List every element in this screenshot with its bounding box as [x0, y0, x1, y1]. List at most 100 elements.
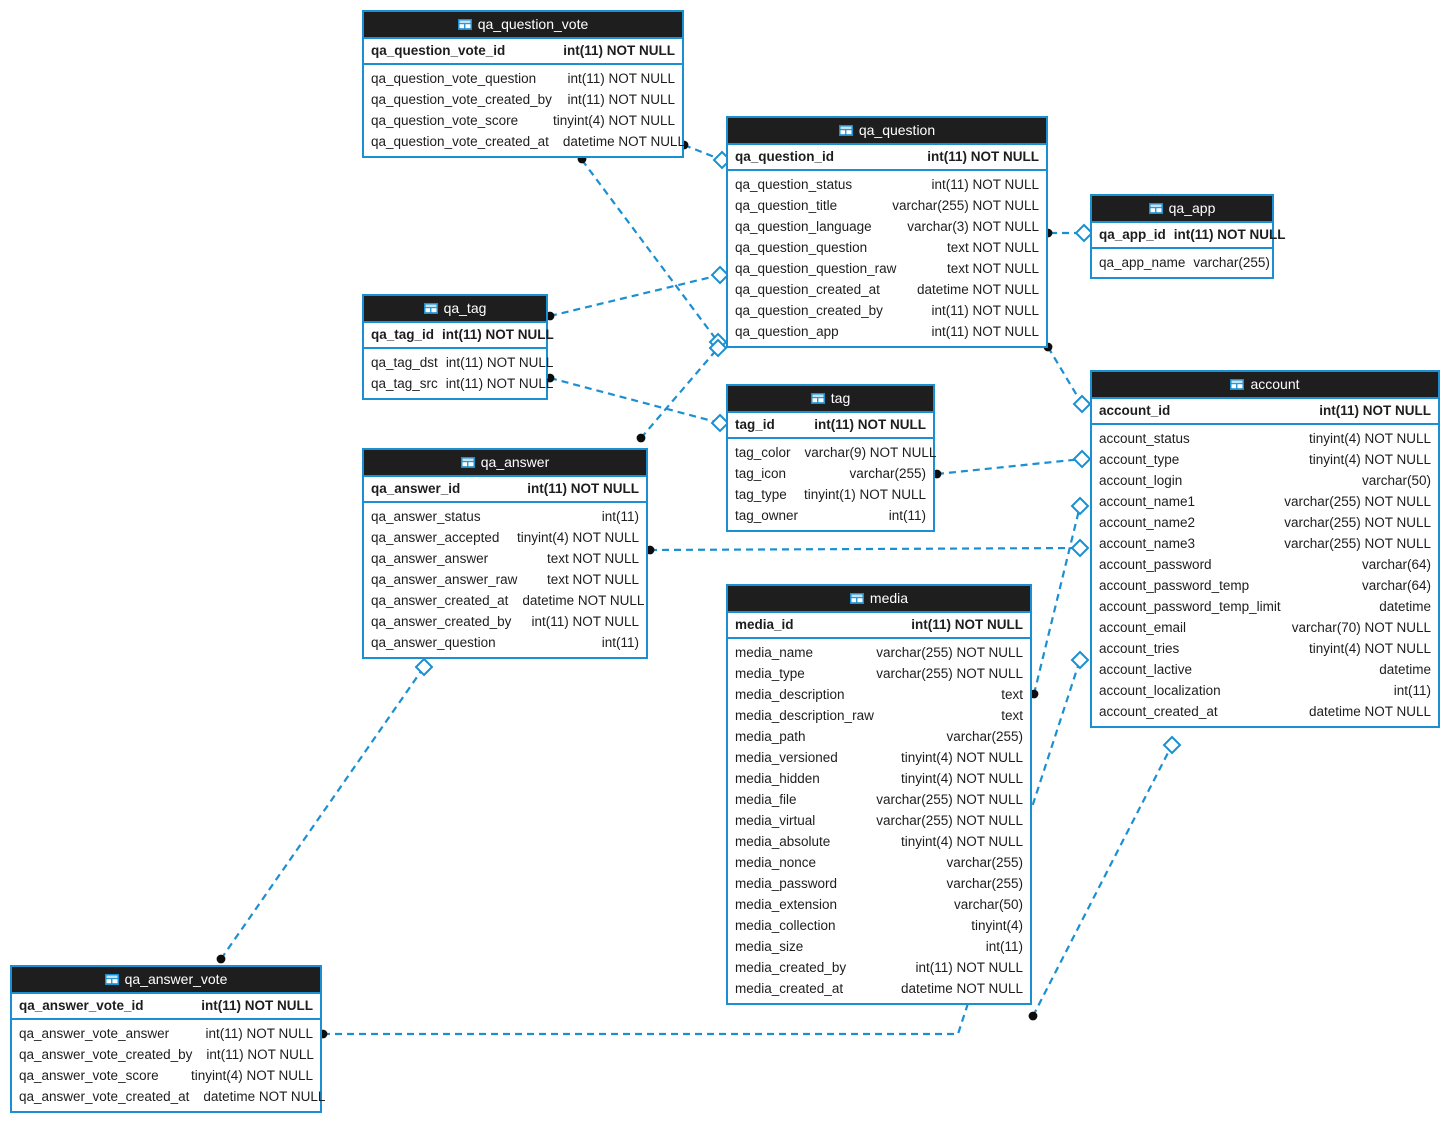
- entity-title: media: [869, 590, 909, 606]
- attribute-type: int(11) NOT NULL: [1319, 403, 1431, 418]
- attribute-type: datetime NOT NULL: [916, 281, 1039, 297]
- attribute-name: qa_question_created_at: [735, 281, 880, 297]
- entity-header[interactable]: tag: [728, 386, 933, 411]
- entity-header[interactable]: qa_app: [1092, 196, 1272, 221]
- entity-header[interactable]: media: [728, 586, 1030, 611]
- entity-header[interactable]: qa_tag: [364, 296, 546, 321]
- entity-header[interactable]: qa_question_vote: [364, 12, 682, 37]
- entity-header[interactable]: qa_answer: [364, 450, 646, 475]
- attribute-type: int(11): [888, 507, 926, 523]
- attribute-type: text: [1001, 686, 1023, 702]
- attribute-type: varchar(255) NOT NULL: [1284, 535, 1431, 551]
- attribute-name: media_hidden: [735, 770, 820, 786]
- entity-title: qa_app: [1168, 200, 1216, 216]
- entity-header[interactable]: qa_question: [728, 118, 1046, 143]
- table-icon: [457, 18, 472, 30]
- attribute-name: qa_answer_accepted: [371, 529, 500, 545]
- entity-header[interactable]: qa_answer_vote: [12, 967, 320, 992]
- attribute-row[interactable]: qa_question_created_at datetime NOT NULL: [728, 279, 1046, 300]
- entity-header[interactable]: account: [1092, 372, 1438, 397]
